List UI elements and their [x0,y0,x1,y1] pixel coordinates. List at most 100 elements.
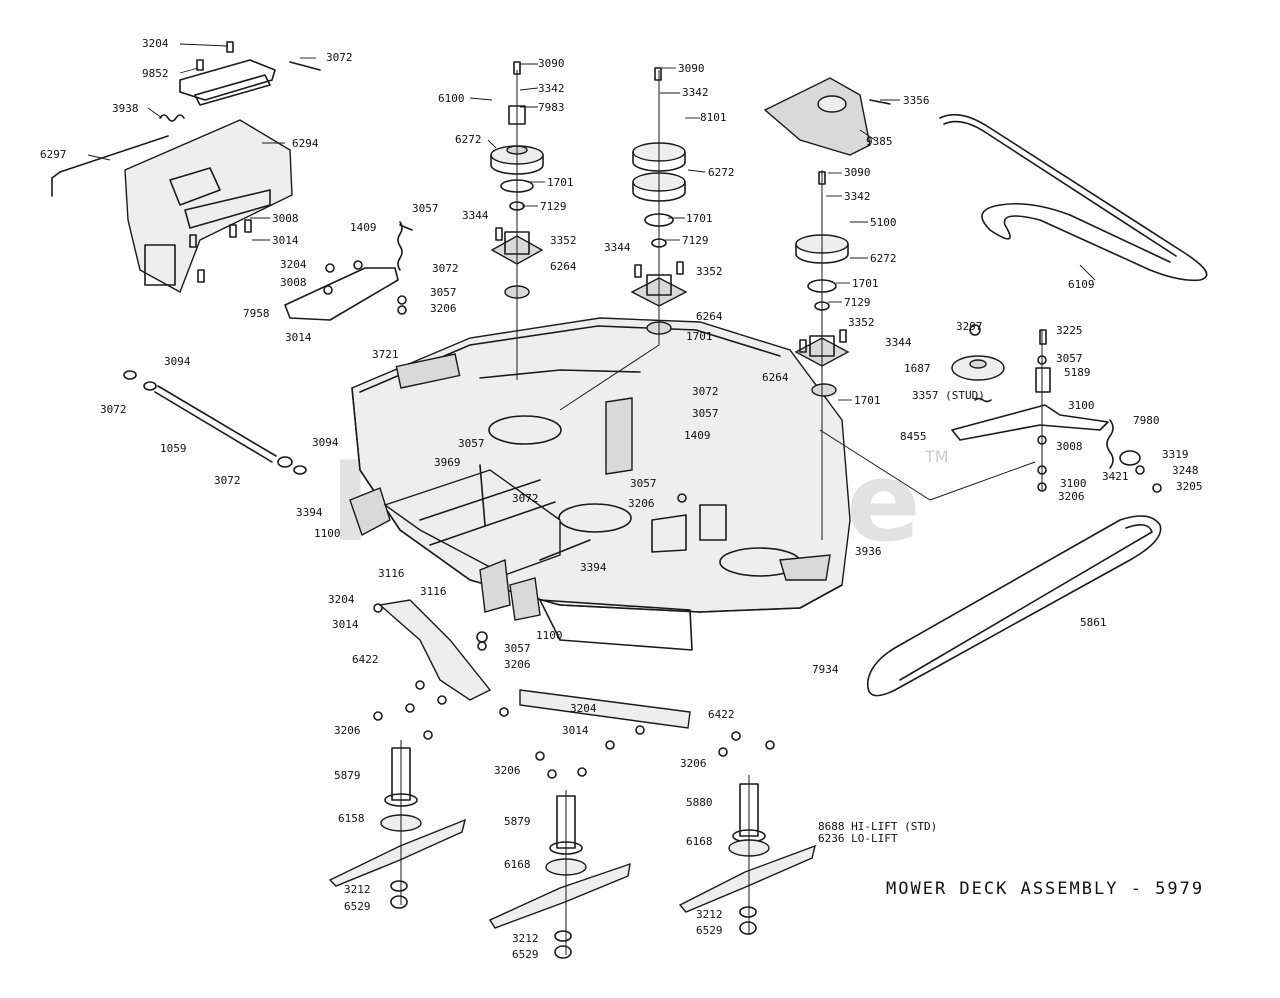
watermark-trademark: TM [924,447,949,466]
hardware-fasteners [189,41,1162,779]
belt-6109 [939,113,1208,282]
part-label: 3212 [344,883,371,896]
pulley-stack-1 [490,70,544,380]
part-label: 6297 [40,148,67,161]
part-label: 3206 [430,302,457,315]
part-label: 9852 [142,67,169,80]
part-label: 3072 [692,385,719,398]
part-label: 1687 [904,362,931,375]
part-label: 3938 [112,102,139,115]
mower-deck-shell [351,317,851,651]
blade-assembly-1 [328,740,467,909]
part-label: 3100 [1060,477,1087,490]
part-label: 6529 [344,900,371,913]
part-label: 8688 HI-LIFT (STD) [818,820,937,833]
part-label: 3014 [285,331,312,344]
belt-5861 [866,515,1162,697]
pulley-stack-3 [794,170,850,540]
part-label: 3344 [885,336,912,349]
part-label: 7129 [540,200,567,213]
leader-lines [87,43,1096,401]
part-label: 3008 [272,212,299,225]
part-label: 3116 [420,585,447,598]
part-label: 3206 [1058,490,1085,503]
part-label: 1100 [314,527,341,540]
baffle-6422-center [519,689,691,729]
part-label: 6529 [696,924,723,937]
part-label: 6109 [1068,278,1095,291]
blade-assembly-2 [488,790,631,959]
part-label: 3072 [432,262,459,275]
part-label: 3721 [372,348,399,361]
part-label: 3094 [164,355,191,368]
part-label: 7983 [538,101,565,114]
part-label: 3248 [1172,464,1199,477]
part-label: 3057 [1056,352,1083,365]
part-label: 3352 [696,265,723,278]
pulley-stack-2 [559,70,688,411]
part-label: 7129 [682,234,709,247]
part-label: 1059 [160,442,187,455]
part-label: 3356 [903,94,930,107]
part-label: 3357 (STUD) [912,389,985,402]
spring-and-rod [51,114,185,197]
part-label: 1701 [547,176,574,189]
part-label: 6264 [550,260,577,273]
part-label: 6168 [504,858,531,871]
part-label: 3057 [458,437,485,450]
part-label: 7980 [1133,414,1160,427]
part-label: 5861 [1080,616,1107,629]
part-label: 6264 [762,371,789,384]
part-label: 6422 [708,708,735,721]
part-label: 3072 [100,403,127,416]
front-hitch-assembly [349,464,591,621]
belt-cover-9385 [763,77,891,156]
part-label: 3206 [680,757,707,770]
part-label: 3204 [280,258,307,271]
baffle-6422-left [378,599,492,701]
part-label: 3014 [332,618,359,631]
part-label: 3212 [512,932,539,945]
part-label: 3212 [696,908,723,921]
part-label: 3352 [550,234,577,247]
part-label: 5880 [686,796,713,809]
part-label: 6272 [708,166,735,179]
part-label: 3936 [855,545,882,558]
part-label: 3057 [630,477,657,490]
part-label: 6529 [512,948,539,961]
part-label: 3008 [280,276,307,289]
part-label: 5189 [1064,366,1091,379]
part-labels: 3204 9852 3072 3938 6297 6294 3008 3014 … [40,37,1203,961]
part-label: 3319 [1162,448,1189,461]
part-label: 1100 [536,629,563,642]
bracket-9852 [179,59,321,106]
part-label: 3206 [494,764,521,777]
part-label: 3225 [1056,324,1083,337]
part-label: 3090 [844,166,871,179]
part-label: 6158 [338,812,365,825]
part-label: 6264 [696,310,723,323]
part-label: 3206 [628,497,655,510]
part-label: 6100 [438,92,465,105]
part-label: 7129 [844,296,871,309]
part-label: 6272 [870,252,897,265]
part-label: 3394 [296,506,323,519]
part-label: 8101 [700,111,727,124]
part-label: 3008 [1056,440,1083,453]
part-label: 3204 [328,593,355,606]
part-label: 3100 [1068,399,1095,412]
part-label: 3342 [844,190,871,203]
part-label: 1409 [350,221,377,234]
part-label: 8455 [900,430,927,443]
part-label: 3057 [504,642,531,655]
part-label: 5879 [334,769,361,782]
part-label: 3344 [462,209,489,222]
part-label: 3342 [682,86,709,99]
diagram-title: MOWER DECK ASSEMBLY - 5979 [886,879,1204,899]
part-label: 3072 [326,51,353,64]
part-label: 6236 LO-LIFT [818,832,898,845]
part-label: 3394 [580,561,607,574]
part-label: 3057 [412,202,439,215]
part-label: 5100 [870,216,897,229]
bracket-7958 [284,221,413,321]
